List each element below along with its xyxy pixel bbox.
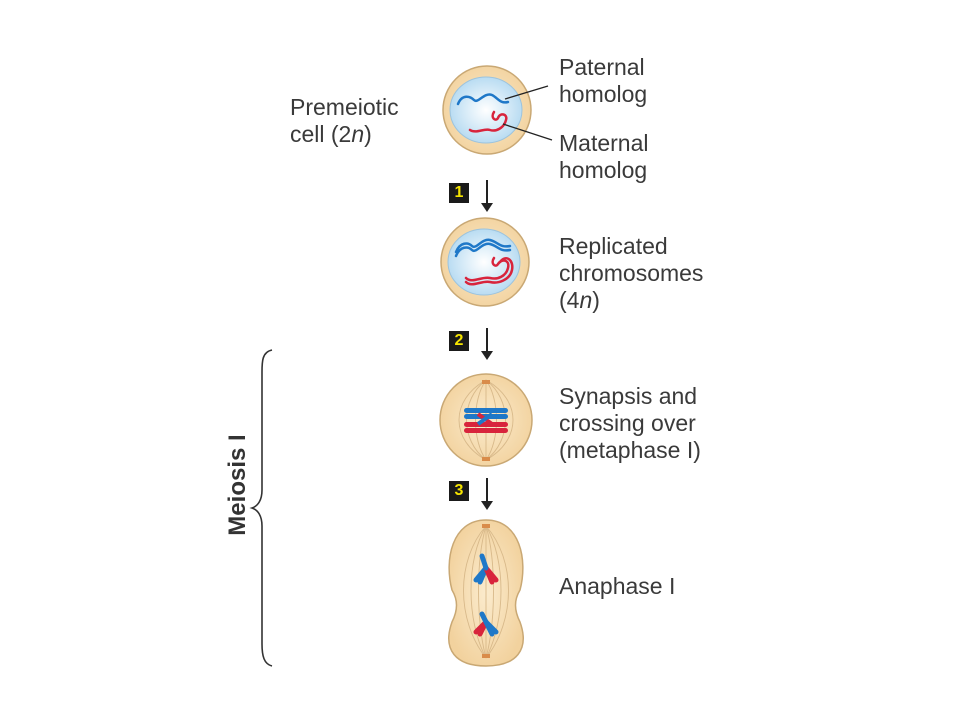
step-3-badge: 3 [449, 481, 469, 501]
premeiotic-cell [442, 65, 532, 155]
arrow-step-1 [481, 180, 493, 212]
paternal-chromosome [456, 93, 510, 106]
paternal-homolog-label: Paternal homolog [559, 54, 648, 107]
arrow-step-3 [481, 478, 493, 510]
anaphase-cell [448, 519, 524, 667]
maternal-homolog-label: Maternal homolog [559, 130, 649, 183]
paternal-leader-line [504, 85, 549, 100]
meiosis-bracket [249, 349, 273, 667]
synapsis-label: Synapsis and crossing over (metaphase I) [559, 383, 701, 463]
anaphase-spindle [463, 525, 509, 659]
replicated-label: Replicated chromosomes (4n) [559, 233, 704, 313]
replicated-cell [440, 217, 530, 307]
maternal-chromosome [468, 110, 508, 133]
centrosome-bottom [482, 457, 490, 461]
lower-chromosomes [473, 611, 499, 637]
meiosis-i-label: Meiosis I [224, 434, 251, 536]
synapsed-chromosomes [464, 408, 508, 433]
step-1-badge: 1 [449, 183, 469, 203]
maternal-leader-line [502, 123, 553, 141]
anaphase-label: Anaphase I [559, 573, 676, 599]
arrow-step-2 [481, 328, 493, 360]
centrosome-top [482, 380, 490, 384]
step-2-badge: 2 [449, 331, 469, 351]
metaphase-cell [439, 373, 533, 467]
upper-chromosomes [473, 553, 499, 585]
premeiotic-label: Premeiotic cell (2n) [290, 94, 399, 147]
